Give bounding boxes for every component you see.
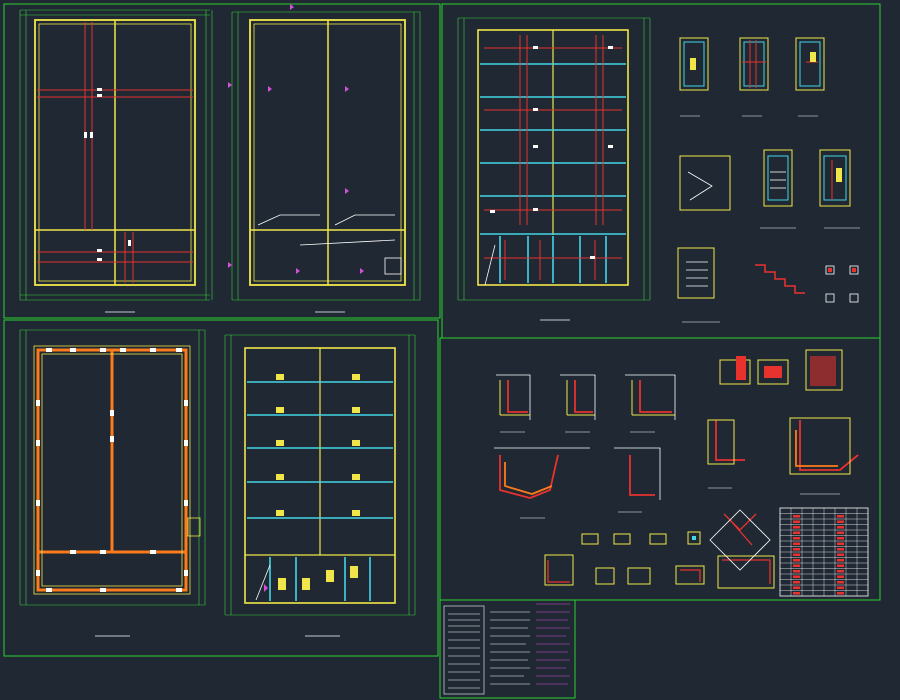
schedule-rebar-sketch [793, 586, 800, 589]
schedule-rebar-sketch [793, 592, 800, 595]
plan-beam-layout [228, 4, 421, 313]
schedule-rebar-sketch [837, 564, 844, 567]
schedule-rebar-sketch [837, 575, 844, 578]
schedule-rebar-sketch [793, 542, 800, 545]
schedule-rebar-sketch [837, 570, 844, 573]
stair-and-column-details [677, 37, 860, 323]
schedule-rebar-sketch [837, 537, 844, 540]
schedule-rebar-sketch [793, 520, 800, 523]
general-notes-block [443, 603, 570, 695]
rebar-schedule-table [779, 507, 869, 597]
schedule-rebar-sketch [793, 548, 800, 551]
schedule-rebar-sketch [793, 564, 800, 567]
schedule-rebar-sketch [837, 548, 844, 551]
schedule-rebar-sketch [793, 526, 800, 529]
schedule-rebar-sketch [793, 570, 800, 573]
schedule-rebar-sketch [837, 520, 844, 523]
sheet-top-left [3, 3, 441, 319]
schedule-rebar-sketch [793, 531, 800, 534]
schedule-rebar-sketch [837, 581, 844, 584]
schedule-rebar-sketch [837, 542, 844, 545]
elevation-frame-reinforcement [457, 17, 651, 321]
wall-section-details [494, 349, 859, 589]
schedule-rebar-sketch [837, 526, 844, 529]
schedule-rebar-sketch [793, 553, 800, 556]
plan-wall-layout [19, 329, 206, 637]
schedule-rebar-sketch [837, 559, 844, 562]
sheet-bottom-left [3, 319, 439, 657]
schedule-rebar-sketch [837, 586, 844, 589]
sheet-bottom-right [439, 337, 881, 699]
schedule-rebar-sketch [837, 553, 844, 556]
schedule-rebar-sketch [837, 515, 844, 518]
schedule-rebar-sketch [793, 575, 800, 578]
plan-slab-reinforcement [19, 9, 213, 313]
schedule-rebar-sketch [837, 592, 844, 595]
plan-slab-openings [224, 334, 416, 637]
schedule-rebar-sketch [793, 581, 800, 584]
schedule-rebar-sketch [793, 559, 800, 562]
schedule-rebar-sketch [793, 537, 800, 540]
schedule-rebar-sketch [837, 531, 844, 534]
schedule-rebar-sketch [793, 515, 800, 518]
